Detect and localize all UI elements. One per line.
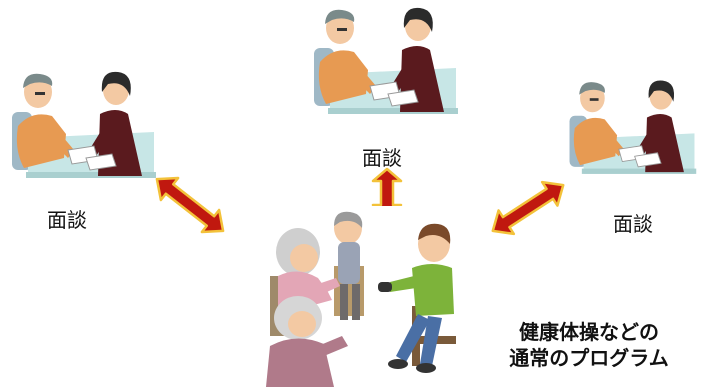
interview-label-center: 面談 [362,146,402,170]
interview-illustration-left [8,66,158,186]
interview-label-right: 面談 [613,212,653,236]
interview-label-left: 面談 [47,208,87,232]
double-arrow-left [155,176,225,234]
interview-illustration-right [566,77,698,181]
program-caption: 健康体操などの 通常のプログラム [480,319,698,371]
interview-illustration-center [310,4,460,122]
double-arrow-right [491,180,565,236]
program-caption-line2: 通常のプログラム [509,346,669,370]
group-exercise-illustration [262,206,472,387]
program-caption-line1: 健康体操などの [519,320,659,344]
